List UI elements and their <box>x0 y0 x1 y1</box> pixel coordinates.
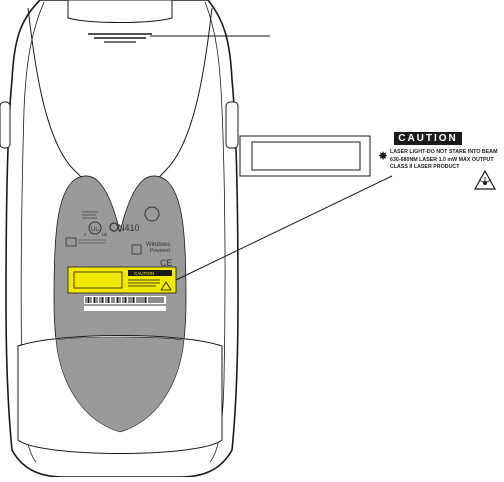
device-laser-warning-icon <box>160 281 172 291</box>
caution-line-1: LASER LIGHT-DO NOT STARE INTO BEAM <box>390 149 498 155</box>
top-clip <box>67 0 173 23</box>
certification-marks: UL c us N410 Windows Powered CE <box>65 206 173 268</box>
callout-line-caution <box>175 175 393 281</box>
compliance-c-icon <box>109 222 119 232</box>
right-side-button <box>225 101 239 149</box>
svg-text:us: us <box>102 232 108 238</box>
top-printed-text <box>88 33 152 43</box>
windows-logo-line1: Windows <box>146 242 170 248</box>
laser-starburst-icon: ✸ <box>378 149 389 163</box>
left-side-button <box>0 101 11 149</box>
ce-mark: CE <box>160 258 173 268</box>
laser-warning-icon <box>474 170 496 190</box>
recycle-icon <box>144 206 160 222</box>
fcc-block <box>65 237 77 247</box>
device-caution-label: CAUTION <box>67 266 177 294</box>
blank-label-inner <box>251 141 361 171</box>
model-number: N410 <box>118 223 140 233</box>
barcode <box>84 296 166 311</box>
caution-label-enlarged: CAUTION ✸ LASER LIGHT-DO NOT STARE INTO … <box>378 132 504 194</box>
svg-text:c: c <box>84 232 87 238</box>
caution-title: CAUTION <box>394 132 462 145</box>
ul-mark-text: UL <box>91 227 99 233</box>
gray-panel-lower <box>55 336 185 433</box>
ul-mark-icon <box>88 221 102 235</box>
windows-logo-line2: Powered <box>150 248 170 254</box>
caution-line-3: CLASS II LASER PRODUCT <box>390 164 460 170</box>
caution-line-2: 630-680NM LASER 1.0 mW MAX OUTPUT <box>390 157 494 163</box>
windows-flag-icon <box>131 244 142 255</box>
device-caution-text: CAUTION <box>134 271 154 276</box>
